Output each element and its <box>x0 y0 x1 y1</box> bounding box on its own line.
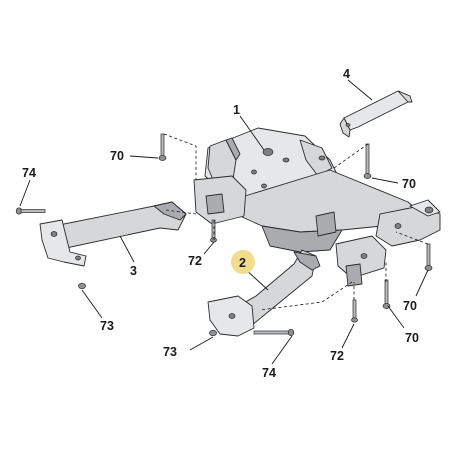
bolt-70-right-lower <box>424 243 433 271</box>
callout-labels: 4 1 70 70 74 3 72 2 70 73 70 73 72 74 <box>22 67 419 380</box>
nut-73-bottom <box>209 329 217 337</box>
callout-4: 4 <box>343 67 350 81</box>
alignment-lines <box>163 133 429 311</box>
nut-73-left <box>78 282 86 290</box>
callout-2-badge: 2 <box>231 250 255 274</box>
callout-70-lower-right: 70 <box>403 299 417 313</box>
bolt-70-top-left <box>158 133 167 161</box>
part-3-link-arm <box>39 201 187 267</box>
bolt-72-right <box>351 299 358 323</box>
part-1-subframe <box>193 127 441 287</box>
bolts <box>15 133 433 337</box>
bolt-70-bottom-right <box>382 279 391 309</box>
callout-70-top-left: 70 <box>110 149 124 163</box>
bolt-74-left <box>15 207 46 215</box>
callout-74-left: 74 <box>22 166 36 180</box>
callout-74-bottom: 74 <box>262 366 276 380</box>
callout-2-highlight <box>231 250 255 274</box>
callout-3: 3 <box>130 264 137 278</box>
callout-1: 1 <box>233 103 240 117</box>
callout-70-right: 70 <box>402 177 416 191</box>
callout-72-left: 72 <box>188 254 202 268</box>
part-2-link-arm <box>207 249 321 337</box>
callout-73-bottom: 73 <box>163 345 177 359</box>
bolt-74-bottom <box>253 328 295 337</box>
callout-73-left: 73 <box>100 319 114 333</box>
bolt-70-right-upper <box>363 143 372 179</box>
callout-70-bottom-right: 70 <box>405 331 419 345</box>
callout-2: 2 <box>239 256 246 270</box>
callout-72-right: 72 <box>330 349 344 363</box>
part-4-bracket <box>339 90 413 138</box>
